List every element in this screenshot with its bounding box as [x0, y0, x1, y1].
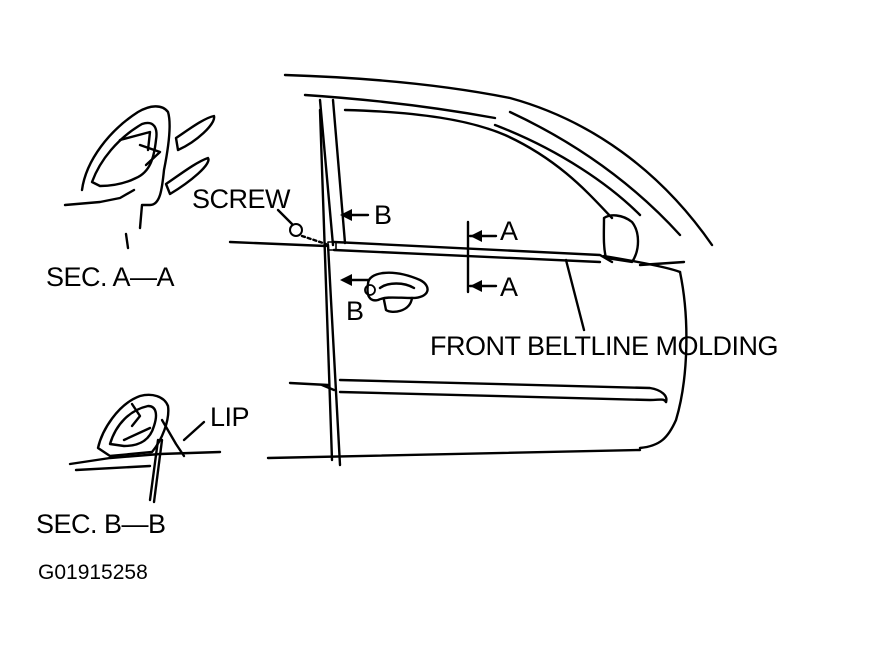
- section-bb-label: SEC. B—B: [36, 509, 166, 539]
- section-b-label-lower: B: [346, 296, 364, 326]
- door-rear-edge: [318, 108, 342, 467]
- section-aa-label: SEC. A—A: [46, 262, 175, 292]
- section-aa-sketch: [63, 105, 216, 250]
- section-a-label-upper: A: [500, 216, 518, 246]
- arrow-b-lower: [340, 274, 352, 286]
- door-handle: [364, 271, 429, 313]
- body-side-molding: [288, 378, 668, 404]
- section-b-label-upper: B: [374, 200, 392, 230]
- front-beltline-molding-label: FRONT BELTLINE MOLDING: [430, 331, 779, 361]
- side-mirror: [602, 214, 640, 264]
- door-front-edge: [638, 270, 688, 450]
- figure-code: G01915258: [38, 561, 148, 584]
- section-bb-sketch: [68, 393, 222, 504]
- roof-line: [283, 73, 714, 247]
- screw-callout: [276, 208, 328, 246]
- lip-label: LIP: [210, 402, 250, 432]
- arrow-a-lower: [470, 280, 482, 292]
- section-a-label-lower: A: [500, 272, 518, 302]
- arrow-b-upper: [340, 209, 352, 221]
- molding-leader: [564, 258, 586, 332]
- beltline-molding: [228, 240, 686, 274]
- window-frame: [318, 98, 682, 247]
- arrow-a-upper: [470, 230, 482, 242]
- screw-label: SCREW: [192, 184, 291, 214]
- rocker-line: [266, 448, 642, 460]
